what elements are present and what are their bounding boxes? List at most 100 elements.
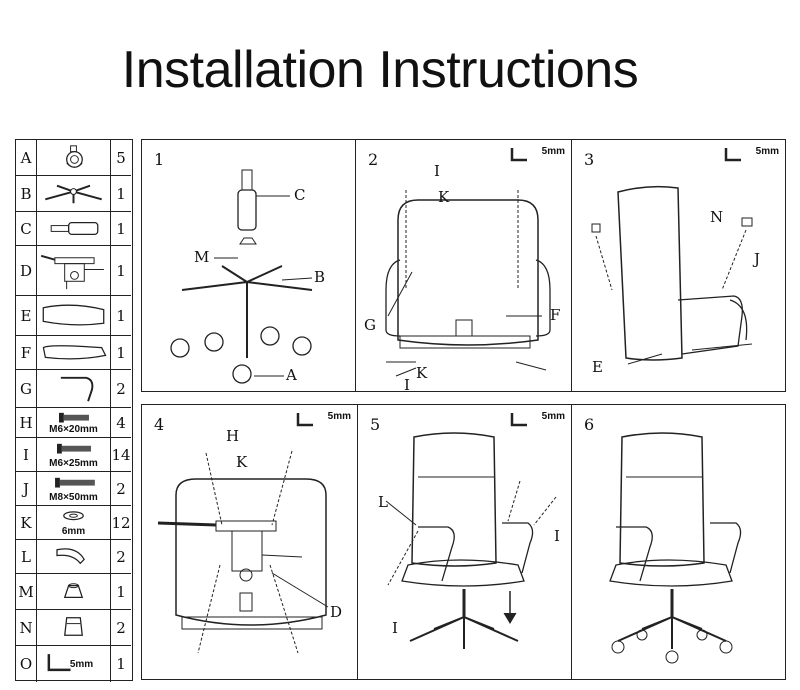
label-j: J <box>754 250 761 268</box>
part-letter: N <box>16 610 37 645</box>
page-title: Installation Instructions <box>121 41 639 99</box>
part-letter: G <box>16 370 37 407</box>
part-qty: 5 <box>110 140 131 175</box>
label-b: B <box>314 268 326 286</box>
part-row-j: J M8×50mm 2 <box>16 472 131 506</box>
part-spec-label: M8×50mm <box>49 492 98 503</box>
part-qty: 2 <box>110 540 131 573</box>
part-letter: H <box>16 408 37 437</box>
part-qty: 1 <box>110 212 131 245</box>
part-letter: K <box>16 506 37 539</box>
armrest-icon <box>37 370 110 407</box>
label-m: M <box>194 248 210 266</box>
part-qty: 1 <box>110 336 131 369</box>
step-1-diagram <box>170 169 313 384</box>
label-l: L <box>378 493 388 511</box>
part-spec-label: M6×20mm <box>49 424 98 435</box>
step-2-diagram <box>385 190 551 377</box>
part-qty: 14 <box>110 438 131 471</box>
allen-key-icon: 5mm <box>295 411 351 429</box>
step-5-panel: 5 5mm L I I <box>357 404 572 680</box>
backrest-icon <box>37 296 110 335</box>
chair-base-icon <box>37 176 110 211</box>
tool-size-label: 5mm <box>541 146 565 157</box>
label-i-bottom: I <box>404 376 410 394</box>
caster-icon <box>37 140 110 175</box>
label-c: C <box>294 186 306 204</box>
part-letter: M <box>16 574 37 609</box>
part-qty: 1 <box>110 574 131 609</box>
label-g: G <box>364 316 376 334</box>
part-row-g: G 2 <box>16 370 131 408</box>
label-a: A <box>286 366 297 384</box>
label-h: H <box>226 427 240 445</box>
part-letter: F <box>16 336 37 369</box>
part-row-i: I M6×25mm 14 <box>16 438 131 472</box>
step-number: 6 <box>584 415 595 434</box>
step-number: 5 <box>370 415 381 434</box>
part-row-c: C 1 <box>16 212 131 246</box>
step-1-panel: 1 C M B A <box>141 139 356 392</box>
part-letter: A <box>16 140 37 175</box>
parts-list-table: A 5 B 1 C 1 D 1 E 1 F 1 <box>15 139 133 682</box>
part-qty: 2 <box>110 370 131 407</box>
step-4-panel: 4 5mm H K D <box>141 404 358 680</box>
cap-icon <box>37 610 110 645</box>
part-qty: 12 <box>110 506 131 539</box>
label-i-left: I <box>392 619 398 637</box>
arm-cover-icon <box>37 540 110 573</box>
part-letter: D <box>16 246 37 295</box>
step-number: 2 <box>368 150 379 169</box>
part-qty: 2 <box>110 472 131 505</box>
step-5-diagram <box>385 432 557 649</box>
part-letter: O <box>16 646 37 682</box>
step-4-diagram <box>157 450 329 654</box>
allen-key-icon: 5mm <box>723 146 779 164</box>
tilt-mechanism-icon <box>37 246 110 295</box>
part-qty: 2 <box>110 610 131 645</box>
label-k-top: K <box>438 188 450 206</box>
label-k: K <box>236 453 248 471</box>
cylinder-cover-icon <box>37 574 110 609</box>
part-letter: L <box>16 540 37 573</box>
label-n: N <box>710 208 724 226</box>
washer-icon: 6mm <box>37 506 110 539</box>
part-row-n: N 2 <box>16 610 131 646</box>
part-qty: 1 <box>110 246 131 295</box>
tool-size-label: 5mm <box>541 411 565 422</box>
bolt-icon: M6×20mm <box>37 408 110 437</box>
part-spec-label: M6×25mm <box>49 458 98 469</box>
tool-size-label: 5mm <box>327 411 351 422</box>
allen-key-icon: 5mm <box>509 411 565 429</box>
part-qty: 1 <box>110 296 131 335</box>
part-letter: C <box>16 212 37 245</box>
part-letter: B <box>16 176 37 211</box>
part-row-b: B 1 <box>16 176 131 212</box>
part-row-h: H M6×20mm 4 <box>16 408 131 438</box>
part-spec-label: 6mm <box>61 526 86 537</box>
part-row-l: L 2 <box>16 540 131 574</box>
step-3-panel: 3 5mm N J E <box>571 139 786 392</box>
part-row-m: M 1 <box>16 574 131 610</box>
part-letter: I <box>16 438 37 471</box>
part-row-k: K 6mm 12 <box>16 506 131 540</box>
tool-size-label: 5mm <box>755 146 779 157</box>
bolt-icon: M6×25mm <box>37 438 110 471</box>
step-6-panel: 6 <box>571 404 786 680</box>
step-number: 1 <box>154 150 165 169</box>
gas-cylinder-icon <box>37 212 110 245</box>
step-3-diagram <box>591 185 753 365</box>
label-k-bottom: K <box>416 364 428 382</box>
part-spec-label: 5mm <box>69 659 94 670</box>
part-letter: E <box>16 296 37 335</box>
step-number: 3 <box>584 150 595 169</box>
step-2-panel: 2 5mm I K G F K I <box>355 139 572 394</box>
bolt-icon: M8×50mm <box>37 472 110 505</box>
part-qty: 1 <box>110 646 131 682</box>
allen-key-icon: 5mm <box>37 646 110 682</box>
part-row-d: D 1 <box>16 246 131 296</box>
part-row-o: O 5mm 1 <box>16 646 131 682</box>
part-row-f: F 1 <box>16 336 131 370</box>
step-number: 4 <box>154 415 165 434</box>
label-i-top: I <box>434 162 440 180</box>
